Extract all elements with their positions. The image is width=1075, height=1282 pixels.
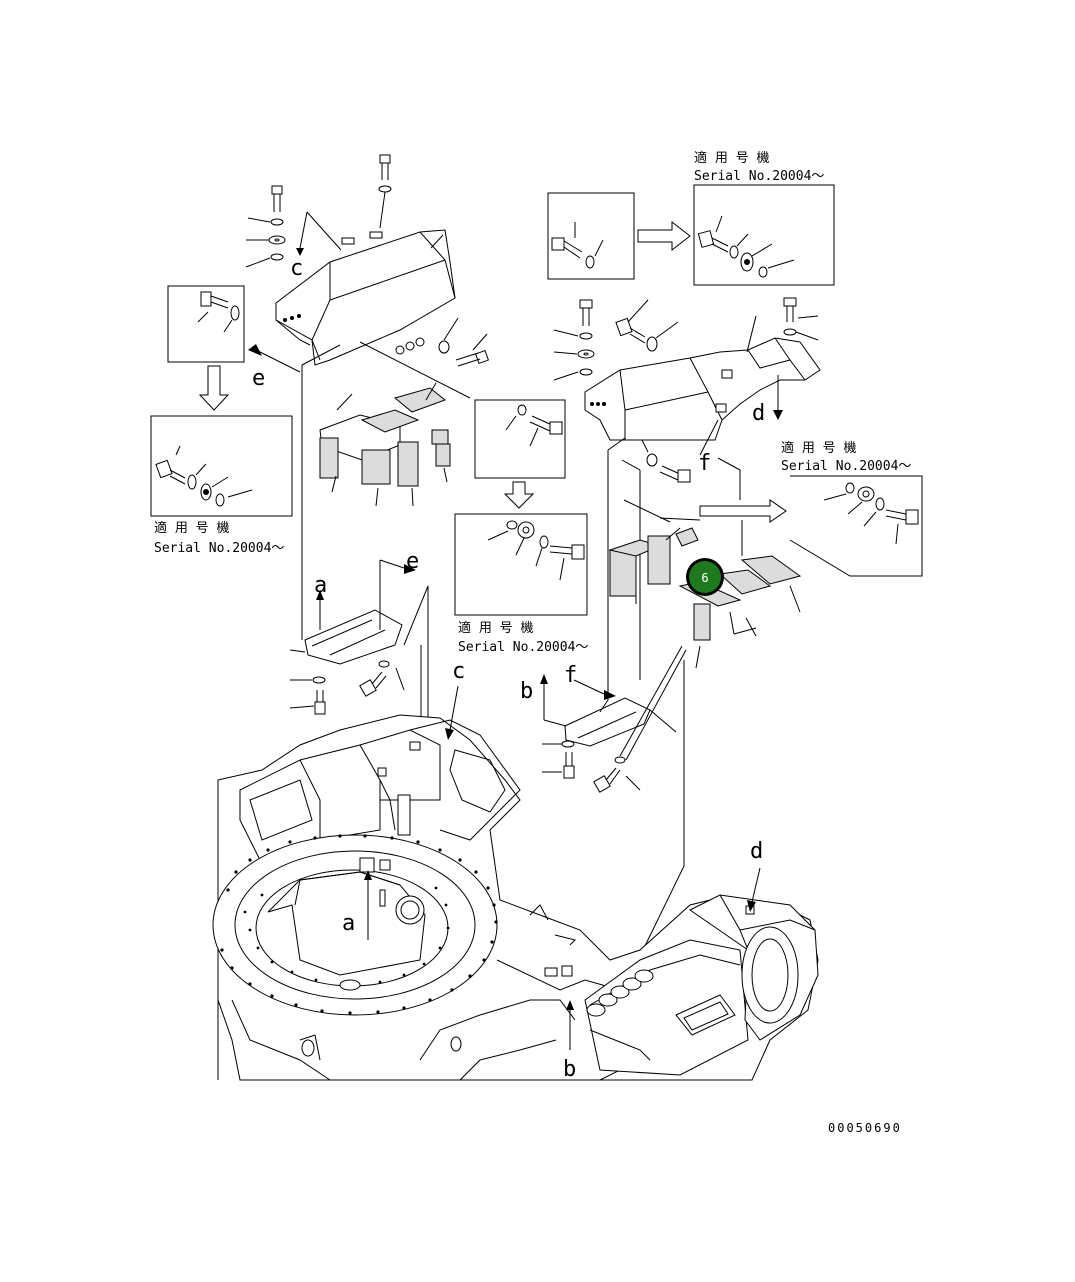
serial-note: Serial No.20004～ bbox=[781, 459, 911, 474]
bolt-icon bbox=[885, 509, 919, 525]
letter-label: d bbox=[752, 401, 765, 426]
bolt-icon bbox=[549, 544, 585, 560]
serial-note: 適 用 号 機 bbox=[781, 440, 856, 456]
serial-note: Serial No.20004～ bbox=[154, 541, 284, 556]
bolt-icon bbox=[455, 349, 490, 367]
bolt-icon bbox=[659, 465, 691, 483]
callout-number: 6 bbox=[701, 571, 708, 585]
ring-bolt-holes bbox=[220, 834, 498, 1015]
letter-label: e bbox=[406, 549, 419, 574]
bolt-icon bbox=[615, 317, 658, 352]
bolt-row bbox=[586, 969, 654, 1017]
letter-label: a bbox=[342, 911, 355, 936]
serial-note: Serial No.20004～ bbox=[458, 640, 588, 655]
middle-detail: 適 用 号 機 Serial No.20004～ bbox=[454, 399, 588, 655]
bolt-icon bbox=[697, 230, 768, 278]
drawing-number: 00050690 bbox=[828, 1121, 902, 1135]
right-cover-assembly: 適 用 号 機 Serial No.20004～ bbox=[547, 150, 923, 700]
bolt-icon bbox=[563, 752, 575, 779]
bolt-icon bbox=[593, 767, 621, 793]
callout-6[interactable]: 6 bbox=[686, 558, 724, 596]
bolt-icon bbox=[378, 154, 392, 193]
serial-note: Serial No.20004～ bbox=[694, 169, 824, 184]
serial-note: 適 用 号 機 bbox=[694, 150, 769, 166]
serial-note: 適 用 号 機 bbox=[458, 620, 533, 636]
bolt-icon bbox=[529, 415, 563, 435]
left-pads bbox=[319, 382, 451, 507]
letter-label: b bbox=[520, 679, 533, 704]
bolt-icon bbox=[359, 671, 387, 697]
bolt-icon bbox=[551, 237, 583, 259]
letter-label: a bbox=[314, 573, 327, 598]
bolt-icon bbox=[268, 185, 286, 261]
bolt-icon bbox=[155, 459, 225, 507]
letter-label: d bbox=[750, 839, 763, 864]
serial-note: 適 用 号 機 bbox=[154, 520, 229, 536]
letter-label: e bbox=[252, 366, 265, 391]
letter-label: c bbox=[290, 256, 303, 281]
bolt-icon bbox=[783, 297, 797, 336]
detail-box bbox=[167, 285, 245, 363]
letter-label: f bbox=[564, 663, 577, 688]
bolt-icon bbox=[200, 291, 240, 321]
right-pads bbox=[608, 499, 802, 669]
revolving-frame: c bbox=[212, 659, 819, 1082]
left-lower-bracket: a e bbox=[289, 365, 429, 715]
letter-label: b bbox=[563, 1057, 576, 1082]
letter-label: f bbox=[698, 451, 711, 476]
callout-circle bbox=[689, 561, 721, 593]
left-cover-assembly: c e bbox=[150, 154, 490, 556]
bolt-icon bbox=[577, 299, 595, 376]
letter-label: c bbox=[452, 659, 465, 684]
right-lower-bracket: b f bbox=[520, 645, 687, 793]
bolt-icon bbox=[314, 690, 326, 715]
